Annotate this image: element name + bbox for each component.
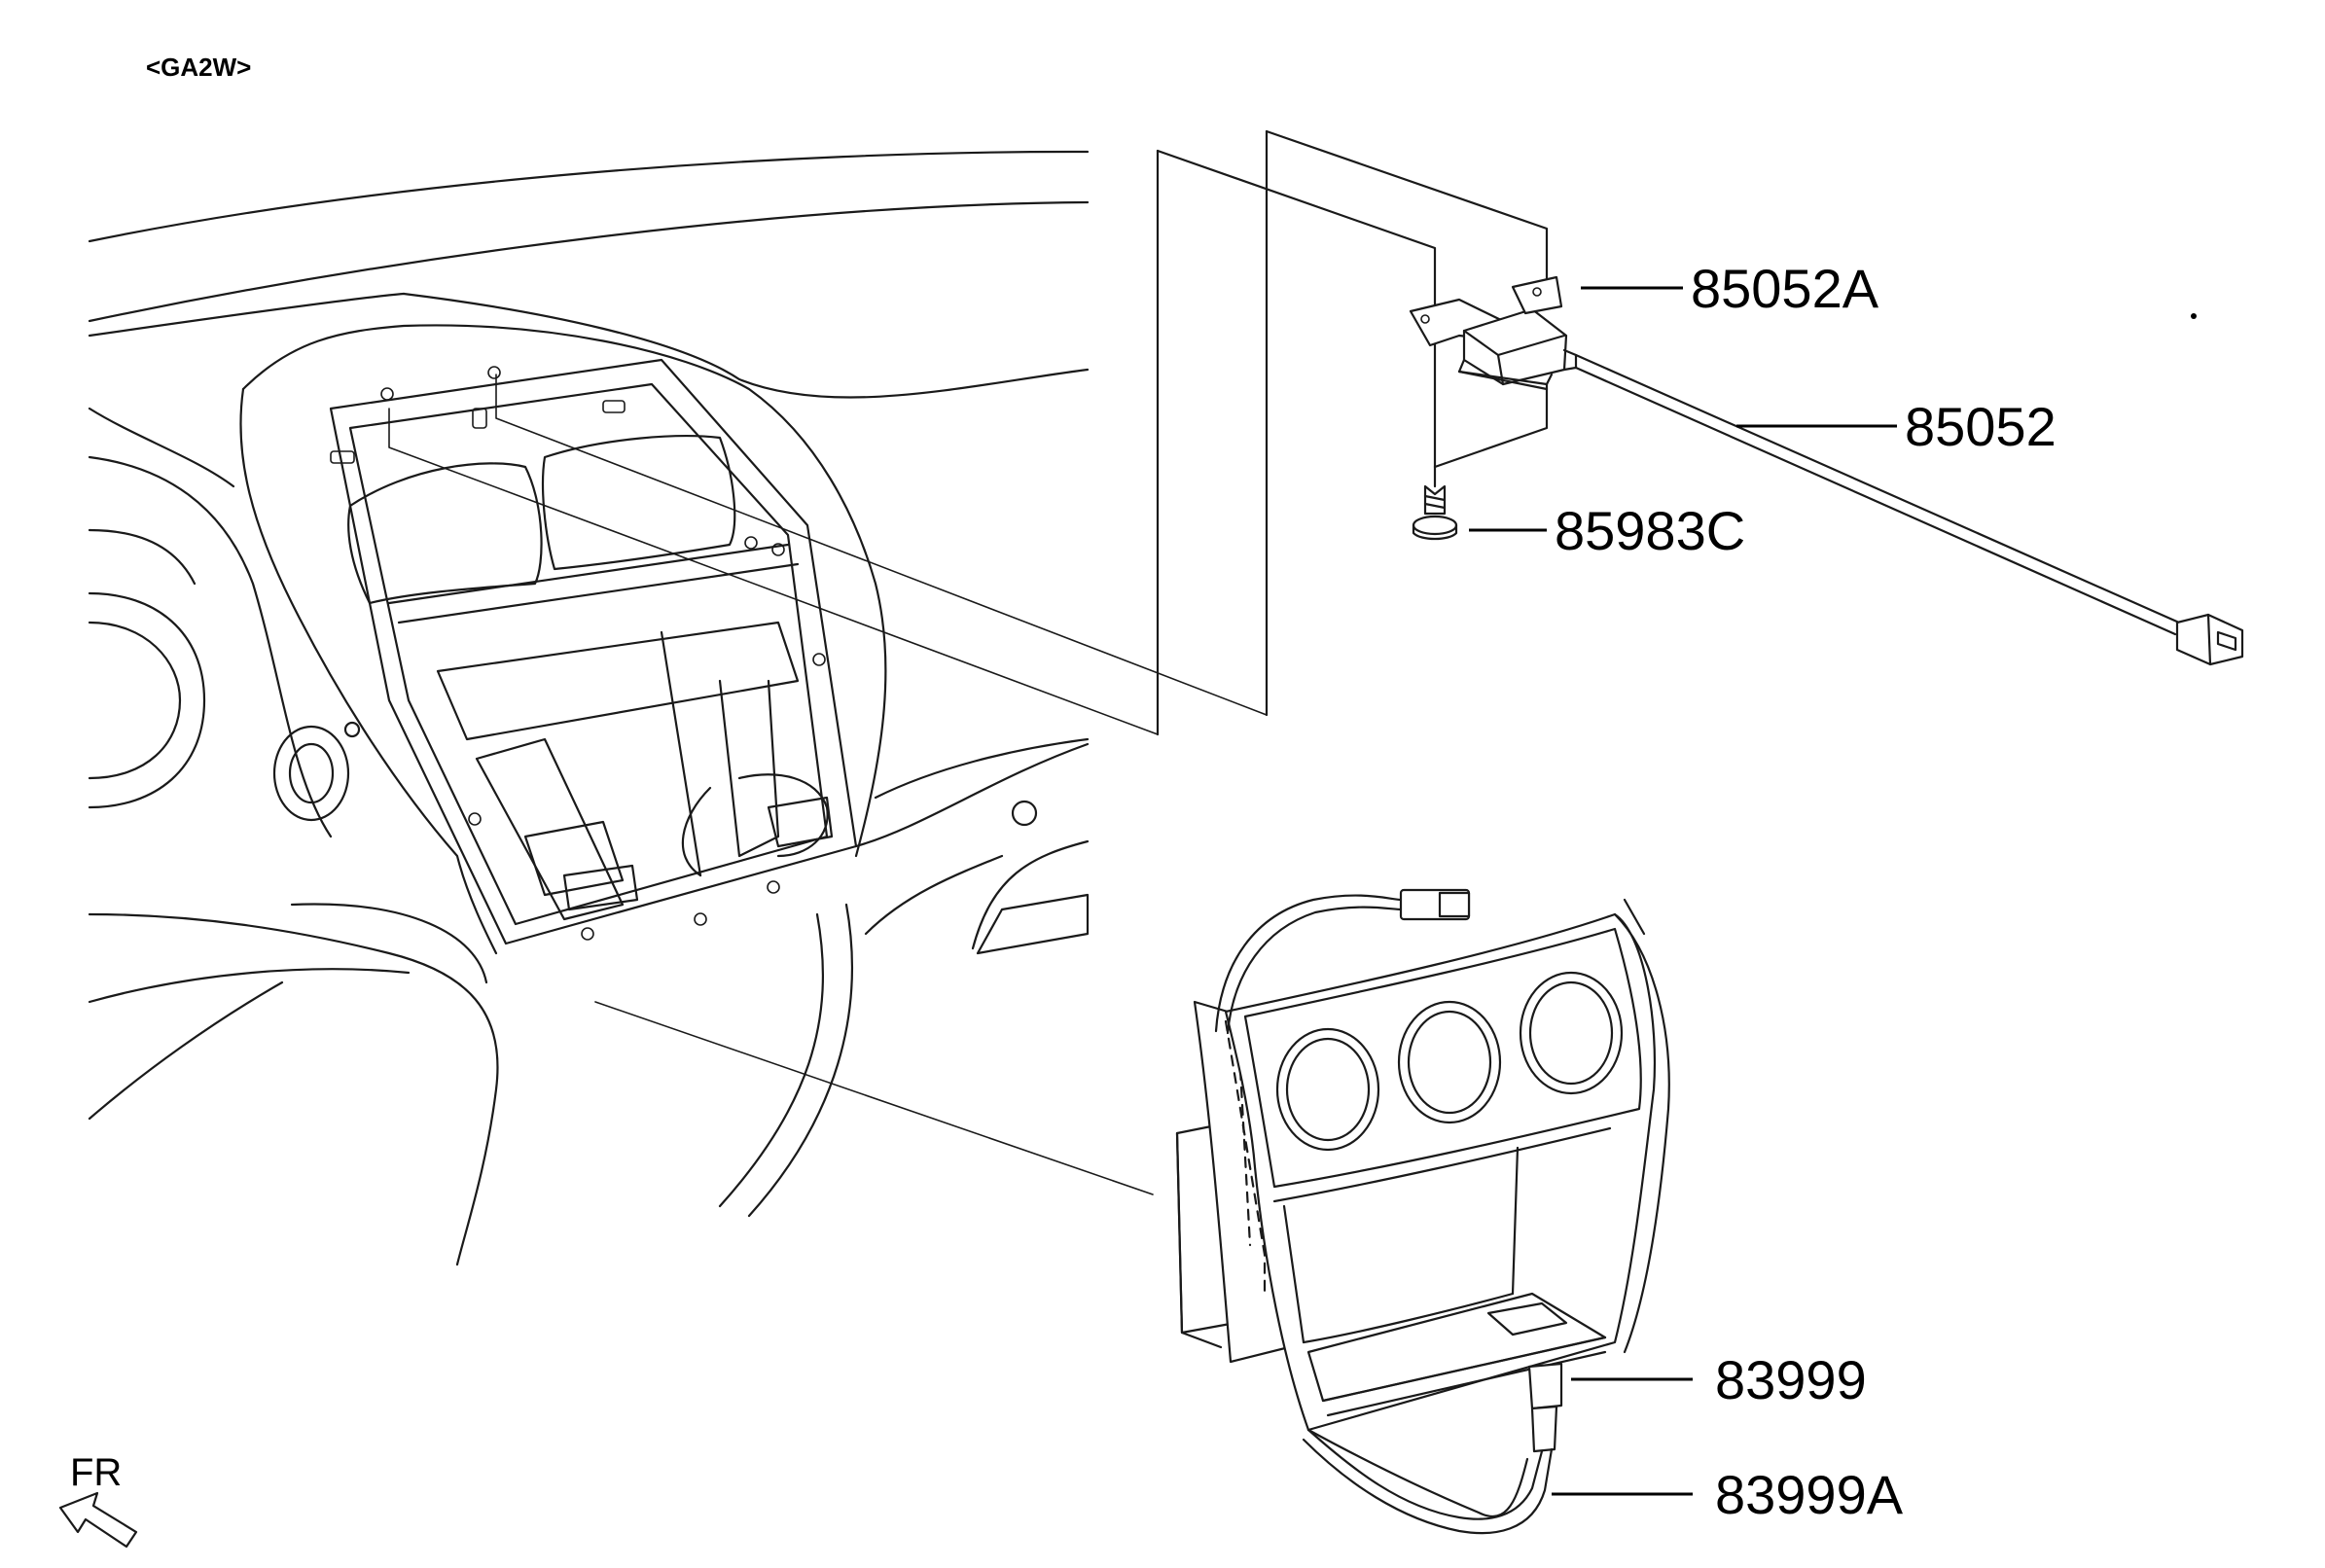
callout-leaders [1469, 286, 1897, 1496]
speck-dot [2191, 313, 2197, 319]
callout-85052: 85052 [1905, 396, 2057, 457]
callout-83999: 83999 [1715, 1349, 1867, 1410]
dashboard-illustration [88, 150, 1090, 1266]
callout-83999a: 83999A [1715, 1464, 1904, 1525]
projection-lines [388, 374, 1268, 1195]
direction-label: FR [70, 1451, 122, 1494]
mounting-panels [1156, 129, 1549, 736]
front-arrow-icon [58, 1491, 138, 1549]
model-tag: <GA2W> [146, 53, 251, 82]
usb-cable [1574, 353, 2244, 666]
callout-85052a: 85052A [1691, 258, 1879, 319]
usb-bracket-assembly [1409, 275, 1578, 391]
screw-85983c [1412, 465, 1458, 541]
climate-control-panel [1175, 888, 1670, 1535]
callout-85983c: 85983C [1555, 500, 1745, 561]
